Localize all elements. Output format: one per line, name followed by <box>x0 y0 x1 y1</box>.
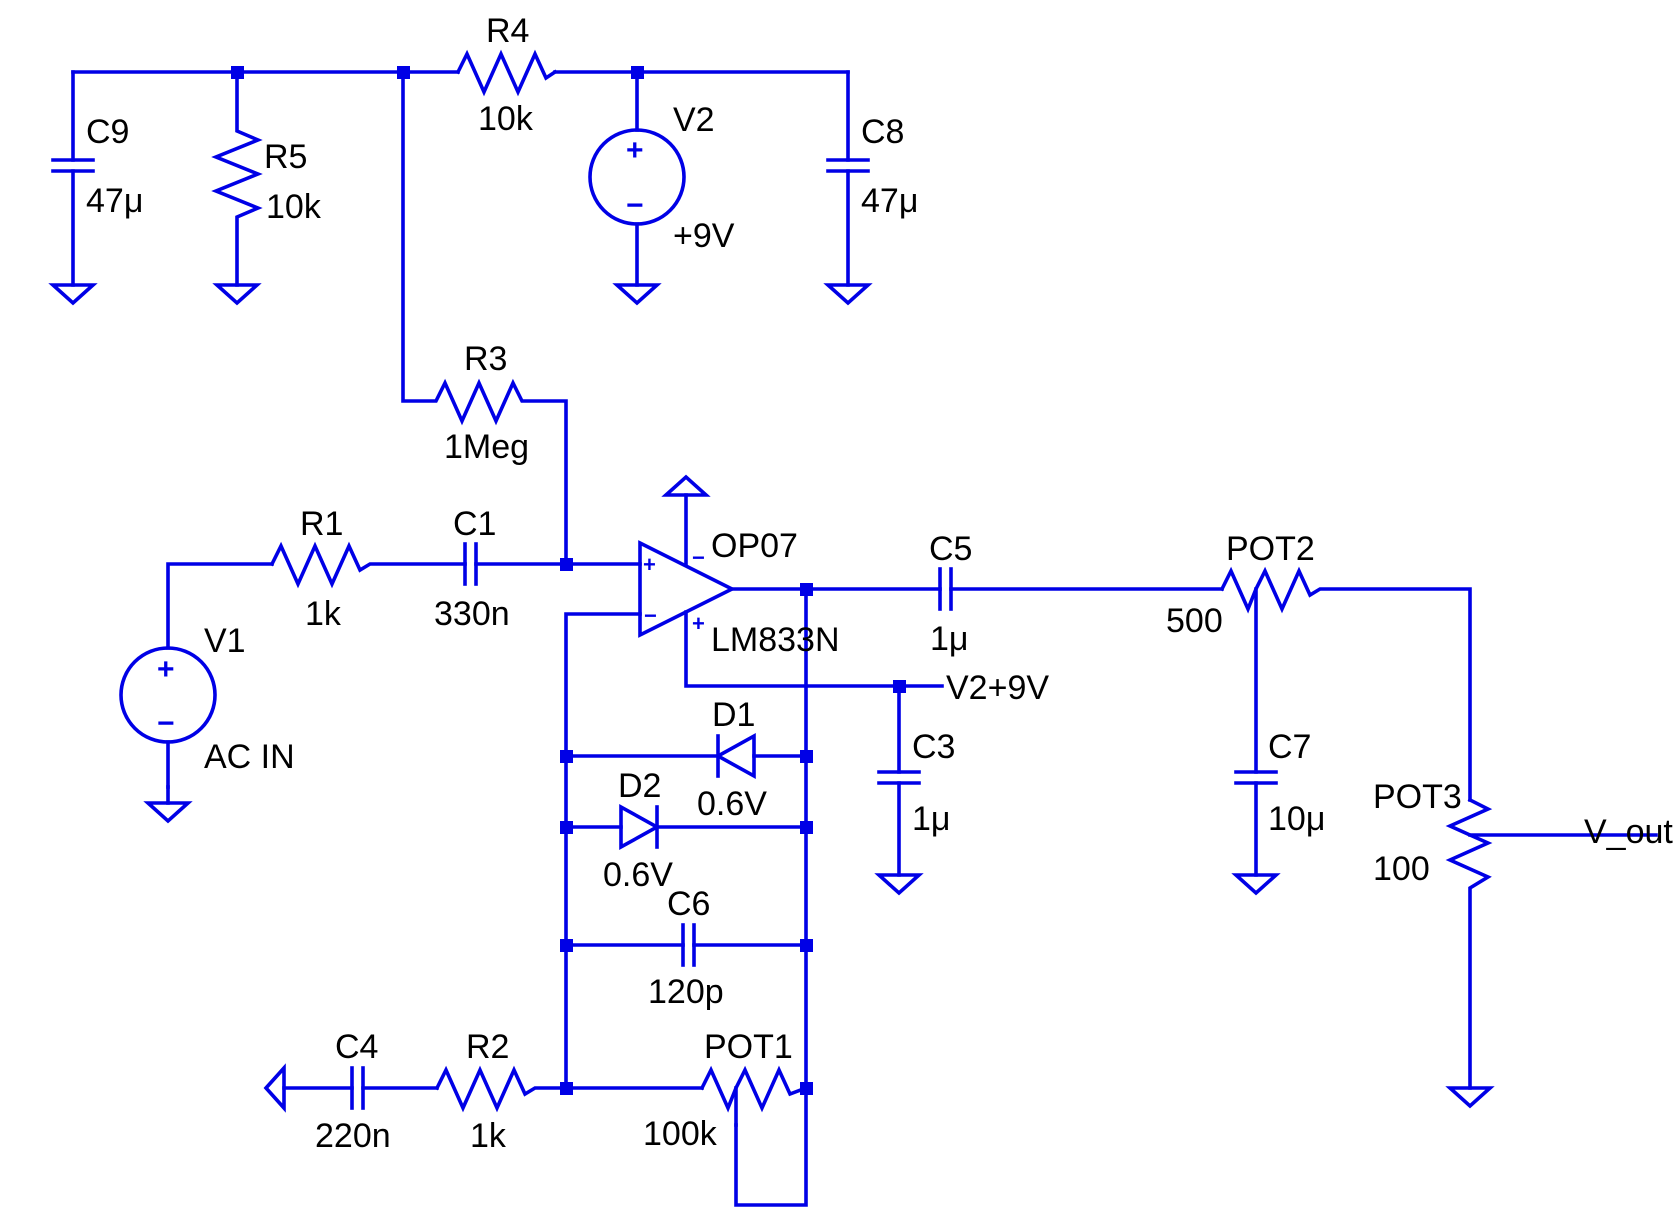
capacitor-c1: C1 330n <box>434 505 642 633</box>
c1-value: 330n <box>434 595 510 633</box>
c3-value: 1μ <box>912 800 951 838</box>
junction-dot <box>800 750 813 763</box>
d1-value: 0.6V <box>697 785 767 823</box>
v2-value: +9V <box>673 217 735 255</box>
capacitor-c6: C6 120p <box>564 885 808 1011</box>
capacitor-c7: C7 10μ <box>1231 728 1325 896</box>
r3-ref: R3 <box>464 340 507 378</box>
r3-value: 1Meg <box>444 428 529 466</box>
junction-dot <box>800 939 813 952</box>
capacitor-c4: C4 220n <box>263 1028 439 1155</box>
junction-dot <box>631 66 644 79</box>
diode-d2: D2 0.6V <box>564 767 808 894</box>
potentiometer-pot3: POT3 100 <box>1373 778 1658 1109</box>
capacitor-c3: C3 1μ <box>874 684 955 896</box>
op-amp-u1: + − − + OP07 LM833N <box>564 474 942 1207</box>
junction-dot <box>560 750 573 763</box>
v2-minus-sign: − <box>626 189 644 222</box>
r4-ref: R4 <box>486 12 529 50</box>
pot2-value: 500 <box>1166 602 1223 640</box>
opamp-ref: OP07 <box>711 527 798 565</box>
d2-value: 0.6V <box>603 856 673 894</box>
resistor-r5: R5 10k <box>211 70 322 306</box>
pot3-ref: POT3 <box>1373 778 1462 816</box>
junction-dot <box>800 583 813 596</box>
opamp-inverting-sign: − <box>644 603 657 628</box>
c8-value: 47μ <box>861 182 918 220</box>
pot2-ref: POT2 <box>1226 530 1315 568</box>
c4-ref: C4 <box>335 1028 378 1066</box>
junction-dot <box>560 821 573 834</box>
voltage-source-v2: + − V2 +9V <box>588 70 735 306</box>
junction-dot <box>800 1082 813 1095</box>
c5-ref: C5 <box>929 530 972 568</box>
junction-dot <box>893 680 906 693</box>
junction-dot <box>560 558 573 571</box>
junction-dots <box>231 66 906 1095</box>
voltage-source-v1: + − V1 AC IN <box>119 562 295 824</box>
resistor-r4: R4 10k <box>455 12 558 138</box>
v1-minus-sign: − <box>157 707 175 740</box>
supply-net-label: V2+9V <box>946 669 1049 707</box>
opamp-vplus-sign: + <box>692 611 705 636</box>
c9-value: 47μ <box>86 182 143 220</box>
junction-dot <box>231 66 244 79</box>
c7-value: 10μ <box>1268 800 1325 838</box>
c3-ref: C3 <box>912 728 955 766</box>
r1-ref: R1 <box>300 505 343 543</box>
resistor-r3: R3 1Meg <box>401 70 568 566</box>
c6-value: 120p <box>648 973 724 1011</box>
d2-ref: D2 <box>618 767 661 805</box>
resistor-r1: R1 1k <box>269 505 467 633</box>
c1-ref: C1 <box>453 505 496 543</box>
opamp-vminus-sign: − <box>692 545 705 570</box>
junction-dot <box>397 66 410 79</box>
c5-value: 1μ <box>930 620 969 658</box>
c9-ref: C9 <box>86 113 129 151</box>
opamp-noninverting-sign: + <box>643 552 656 577</box>
r5-value: 10k <box>266 188 322 226</box>
v2-plus-sign: + <box>626 134 644 167</box>
v1-value: AC IN <box>204 738 295 776</box>
d1-ref: D1 <box>712 696 755 734</box>
diode-d1: D1 0.6V <box>564 696 808 823</box>
pot1-ref: POT1 <box>704 1028 793 1066</box>
c8-ref: C8 <box>861 113 904 151</box>
junction-dot <box>800 821 813 834</box>
r2-ref: R2 <box>466 1028 509 1066</box>
pot3-value: 100 <box>1373 850 1430 888</box>
junction-dot <box>560 939 573 952</box>
c6-ref: C6 <box>667 885 710 923</box>
potentiometer-pot1: POT1 100k <box>643 1028 809 1153</box>
capacitor-c8: C8 47μ <box>823 70 918 306</box>
r2-value: 1k <box>470 1117 507 1155</box>
r5-ref: R5 <box>264 138 307 176</box>
r1-value: 1k <box>305 595 342 633</box>
opamp-value: LM833N <box>711 621 840 659</box>
capacitor-c9: C9 47μ <box>48 70 143 306</box>
capacitor-c5: C5 1μ <box>929 530 1224 658</box>
v1-ref: V1 <box>204 622 246 660</box>
c7-ref: C7 <box>1268 728 1311 766</box>
v1-plus-sign: + <box>157 653 175 686</box>
resistor-r2: R2 1k <box>434 1028 704 1155</box>
junction-dot <box>560 1082 573 1095</box>
output-net-label: V_out <box>1584 813 1673 851</box>
supply-net: V2+9V <box>900 669 1049 707</box>
c4-value: 220n <box>315 1117 391 1155</box>
potentiometer-pot2: POT2 500 <box>1166 530 1472 802</box>
pot1-value: 100k <box>643 1115 718 1153</box>
r4-value: 10k <box>478 100 534 138</box>
v2-ref: V2 <box>673 101 715 139</box>
